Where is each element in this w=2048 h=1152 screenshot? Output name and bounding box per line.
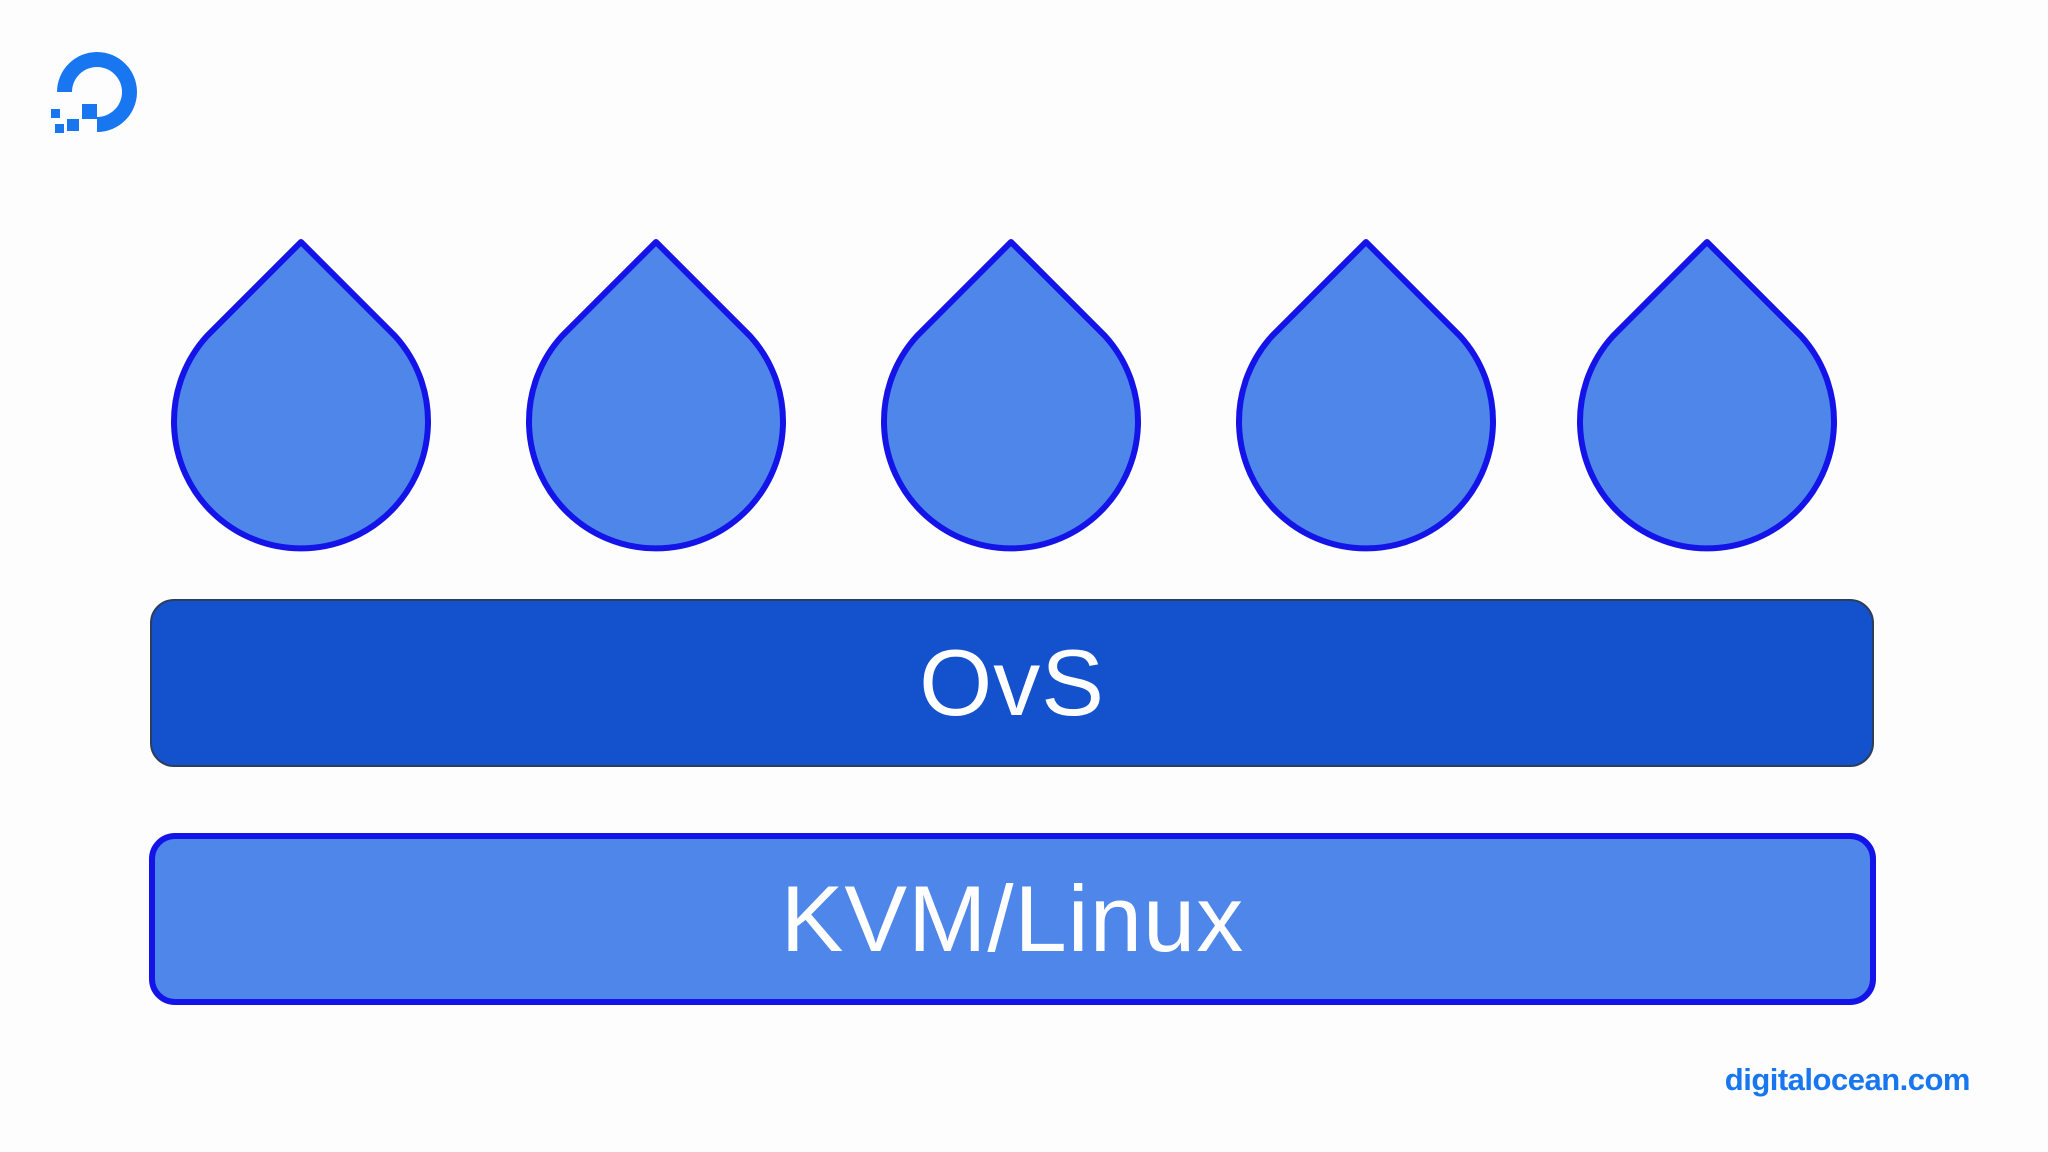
kvm-linux-layer: KVM/Linux <box>149 833 1876 1005</box>
droplet-row <box>171 239 1837 552</box>
ovs-layer: OvS <box>150 599 1874 767</box>
digitalocean-logo-icon <box>51 52 137 133</box>
droplet-icon <box>526 239 786 552</box>
kvm-linux-label: KVM/Linux <box>780 866 1245 971</box>
droplet-icon <box>1236 239 1496 552</box>
ovs-label: OvS <box>919 630 1105 735</box>
footer-url[interactable]: digitalocean.com <box>1724 1062 1971 1097</box>
droplet-icon <box>171 239 431 552</box>
droplet-icon <box>1577 239 1837 552</box>
droplet-icon <box>881 239 1141 552</box>
